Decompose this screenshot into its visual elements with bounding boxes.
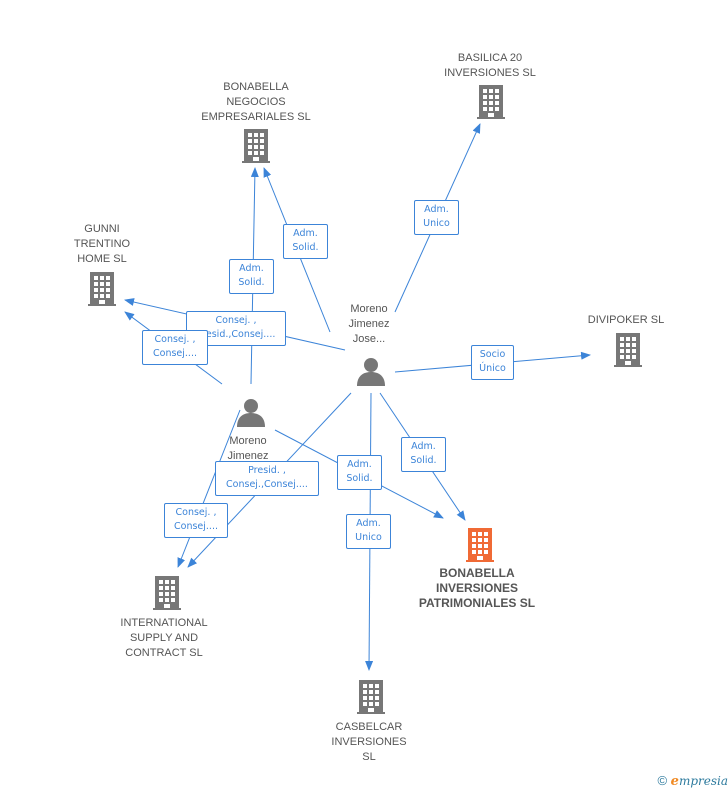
node-label-line: HOME SL [77,253,127,265]
building-icon[interactable] [477,85,505,124]
edge-label-line: Presid. , [248,465,286,476]
node-label-line: CONTRACT SL [125,647,203,659]
brand-name: mpresia [678,774,728,788]
edge-label-e8: Adm. Solid. [337,455,382,490]
edge-label-line: Consej.... [174,521,218,532]
edge-label-line: Solid. [346,473,373,484]
node-label-line: INVERSIONES [331,736,407,748]
edge-label-line: Unico [423,218,450,229]
edge-label-e11: Adm. Unico [346,514,391,549]
edge-label-line: Adm. [293,228,318,239]
node-label-gunni[interactable]: GUNNI TRENTINO HOME SL [57,222,147,267]
edge-label-line: Consej. , [154,334,196,345]
edge-label-line: Adm. [411,441,436,452]
footer-brand: © empresia [657,773,728,789]
edge-label-e10: Consej. , Consej.... [164,503,228,538]
node-label-international[interactable]: INTERNATIONAL SUPPLY AND CONTRACT SL [104,616,224,661]
node-label-line: SL [362,751,376,763]
node-label-line: BONABELLA [223,81,289,93]
building-icon[interactable] [357,680,385,719]
building-icon[interactable] [153,576,181,615]
node-label-divipoker[interactable]: DIVIPOKER SL [576,313,676,328]
building-icon[interactable] [614,333,642,372]
node-label-line: INTERNATIONAL [120,617,208,629]
edge-label-e9: Presid. , Consej.,Consej.... [215,461,319,496]
node-label-casbelcar[interactable]: CASBELCAR INVERSIONES SL [314,720,424,765]
edge-label-line: Único [479,363,506,374]
edge-label-line: Solid. [292,242,319,253]
node-label-line: PATRIMONIALES SL [418,596,536,610]
node-label-line: Jose... [352,333,386,345]
edge-label-line: Adm. [356,518,381,529]
node-label-line: NEGOCIOS [226,96,286,108]
node-label-basilica[interactable]: BASILICA 20 INVERSIONES SL [430,51,550,81]
building-icon[interactable] [466,528,494,567]
node-label-line: BONABELLA [439,566,515,580]
edge-label-e1: Adm. Solid. [229,259,274,294]
edge-label-line: Presid.,Consej.... [196,329,276,340]
edge-label-e5: Consej. , Consej.... [142,330,208,365]
edge-label-line: Consej.,Consej.... [226,479,308,490]
edge-label-line: Consej.... [153,348,197,359]
node-label-line: Jimenez [348,318,390,330]
brand-logo-initial: e [670,774,679,789]
edge-label-line: Solid. [238,277,265,288]
edge-label-line: Adm. [424,204,449,215]
copyright-icon: © [657,773,668,788]
edge-label-e3: Adm. Unico [414,200,459,235]
node-label-line: INVERSIONES SL [444,67,536,79]
edge-label-line: Adm. [347,459,372,470]
node-label-line: INVERSIONES [435,581,519,595]
edge-label-line: Unico [355,532,382,543]
edge-label-e7: Adm. Solid. [401,437,446,472]
node-label-line: Jimenez [227,450,269,462]
building-icon[interactable] [242,129,270,168]
node-label-line: TRENTINO [73,238,131,250]
edge-label-line: Socio [479,349,506,360]
person-icon[interactable] [236,397,266,432]
edge-label-line: Consej. , [215,315,257,326]
node-label-line: EMPRESARIALES SL [201,111,311,123]
node-label-line: Moreno [350,303,388,315]
node-label-line: GUNNI [84,223,120,235]
edge-label-line: Adm. [239,263,264,274]
edge-label-line: Solid. [410,455,437,466]
node-label-line: DIVIPOKER SL [587,314,665,326]
building-icon[interactable] [88,272,116,311]
relation-edge [177,409,241,568]
node-label-line: SUPPLY AND [129,632,199,644]
edge-label-e2: Adm. Solid. [283,224,328,259]
node-label-line: BASILICA 20 [457,52,523,64]
node-label-line: CASBELCAR [335,721,403,733]
node-label-line: Moreno [229,435,267,447]
edge-label-line: Consej. , [175,507,217,518]
person-icon[interactable] [356,356,386,391]
node-label-bonabella-negocios[interactable]: BONABELLA NEGOCIOS EMPRESARIALES SL [191,80,321,125]
